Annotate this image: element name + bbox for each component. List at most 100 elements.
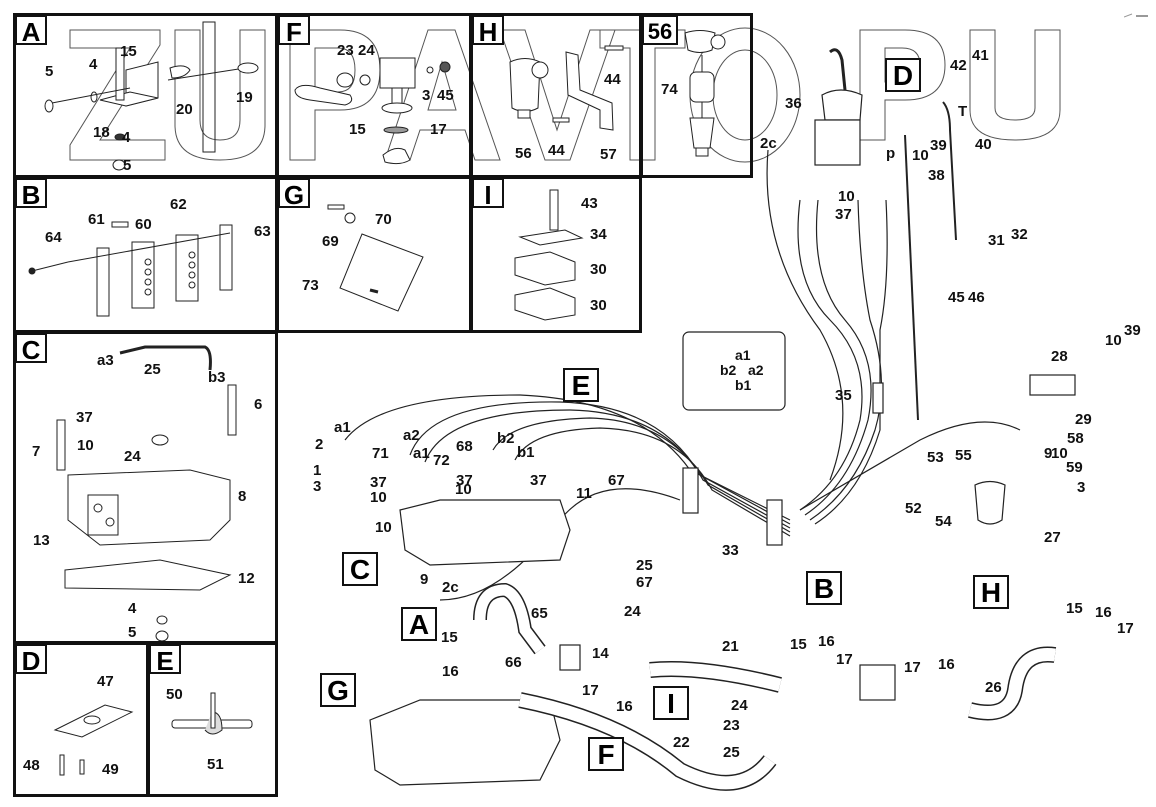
part-number-label: 5 xyxy=(128,624,137,641)
part-number-label: 30 xyxy=(590,261,607,278)
part-number-label: 16 xyxy=(616,698,633,715)
panel-a-letter: A xyxy=(15,15,47,47)
callout-g[interactable]: G xyxy=(320,673,356,707)
part-number-label: 16 xyxy=(938,656,955,673)
part-number-label: 24 xyxy=(624,603,641,620)
callout-i[interactable]: I xyxy=(653,686,689,720)
inset-port-label: a2 xyxy=(748,362,764,378)
callout-c[interactable]: C xyxy=(342,552,378,586)
part-number-label: 20 xyxy=(176,101,193,118)
part-number-label: 28 xyxy=(1051,348,1068,365)
panel-c-letter: C xyxy=(15,333,47,365)
part-number-label: 36 xyxy=(785,95,802,112)
part-number-label: 3 xyxy=(313,478,322,495)
part-number-label: 17 xyxy=(904,659,921,676)
part-number-label: 58 xyxy=(1067,430,1084,447)
part-number-label: 12 xyxy=(238,570,255,587)
callout-b[interactable]: B xyxy=(806,571,842,605)
panel-f-letter: F xyxy=(278,15,310,47)
part-number-label: 39 xyxy=(930,137,947,154)
callout-e[interactable]: E xyxy=(563,368,599,402)
panel-g-art xyxy=(327,204,424,312)
part-number-label: 74 xyxy=(661,81,678,98)
panel-e-letter: E xyxy=(149,644,181,676)
part-number-label: 45 xyxy=(437,87,454,104)
part-number-label: 49 xyxy=(102,761,119,778)
panel-56-letter: 56 xyxy=(642,15,678,45)
panel-d-letter: D xyxy=(15,644,47,676)
panel-c-art xyxy=(56,345,237,642)
part-number-label: 51 xyxy=(207,756,224,773)
part-number-label: 25 xyxy=(723,744,740,761)
part-number-label: 2c xyxy=(442,579,459,596)
callout-d[interactable]: D xyxy=(885,58,921,92)
inset-port-label: a1 xyxy=(735,347,751,363)
panel-b-art xyxy=(28,221,233,317)
part-number-label: 67 xyxy=(608,472,625,489)
callout-a[interactable]: A xyxy=(401,607,437,641)
part-number-label: 57 xyxy=(600,146,617,163)
part-number-label: 30 xyxy=(590,297,607,314)
part-number-label: 54 xyxy=(935,513,952,530)
part-number-label: 18 xyxy=(93,124,110,141)
part-number-label: 10 xyxy=(370,489,387,506)
part-number-label: 71 xyxy=(372,445,389,462)
panel-h-letter: H xyxy=(472,15,504,47)
callout-f[interactable]: F xyxy=(588,737,624,771)
panel-56: 56 xyxy=(640,13,753,178)
part-number-label: 10 xyxy=(455,481,472,498)
part-number-label: a2 xyxy=(403,427,420,444)
part-number-label: 24 xyxy=(731,697,748,714)
part-number-label: 33 xyxy=(722,542,739,559)
part-number-label: 50 xyxy=(166,686,183,703)
part-number-label: 8 xyxy=(238,488,247,505)
panel-b: B xyxy=(13,176,278,333)
part-number-label: b2 xyxy=(497,430,515,447)
main-assembly-art xyxy=(344,48,1076,791)
part-number-label: 46 xyxy=(968,289,985,306)
panel-h-art xyxy=(509,45,624,131)
part-number-label: 5 xyxy=(123,157,132,174)
part-number-label: 66 xyxy=(505,654,522,671)
part-number-label: 26 xyxy=(985,679,1002,696)
part-number-label: 61 xyxy=(88,211,105,228)
part-number-label: 3 xyxy=(422,87,431,104)
part-number-label: 15 xyxy=(120,43,137,60)
part-number-label: 23 xyxy=(337,42,354,59)
part-number-label: 4 xyxy=(89,56,98,73)
part-number-label: 25 xyxy=(636,557,653,574)
part-number-label: 60 xyxy=(135,216,152,233)
part-number-label: 39 xyxy=(1124,322,1141,339)
panel-e: E xyxy=(147,642,278,797)
part-number-label: 45 xyxy=(948,289,965,306)
part-number-label: 10 xyxy=(1105,332,1122,349)
panel-b-letter: B xyxy=(15,178,47,210)
part-number-label: 41 xyxy=(972,47,989,64)
part-number-label: 40 xyxy=(975,136,992,153)
part-number-label: 14 xyxy=(592,645,609,662)
panel-56-art xyxy=(684,30,726,157)
part-number-label: 44 xyxy=(548,142,565,159)
part-number-label: a1 xyxy=(413,445,430,462)
part-number-label: 21 xyxy=(722,638,739,655)
part-number-label: a1 xyxy=(334,419,351,436)
callout-h[interactable]: H xyxy=(973,575,1009,609)
part-number-label: a3 xyxy=(97,352,114,369)
part-number-label: 44 xyxy=(604,71,621,88)
part-number-label: 15 xyxy=(349,121,366,138)
part-number-label: 10 xyxy=(375,519,392,536)
part-number-label: 32 xyxy=(1011,226,1028,243)
part-number-label: 72 xyxy=(433,452,450,469)
part-number-label: 16 xyxy=(442,663,459,680)
part-number-label: 56 xyxy=(515,145,532,162)
part-number-label: 42 xyxy=(950,57,967,74)
part-number-label: 9 xyxy=(1044,445,1053,462)
part-number-label: 6 xyxy=(254,396,263,413)
part-number-label: 16 xyxy=(818,633,835,650)
part-number-label: T xyxy=(958,103,968,120)
part-number-label: p xyxy=(886,145,896,162)
part-number-label: 59 xyxy=(1066,459,1083,476)
part-number-label: 24 xyxy=(358,42,375,59)
